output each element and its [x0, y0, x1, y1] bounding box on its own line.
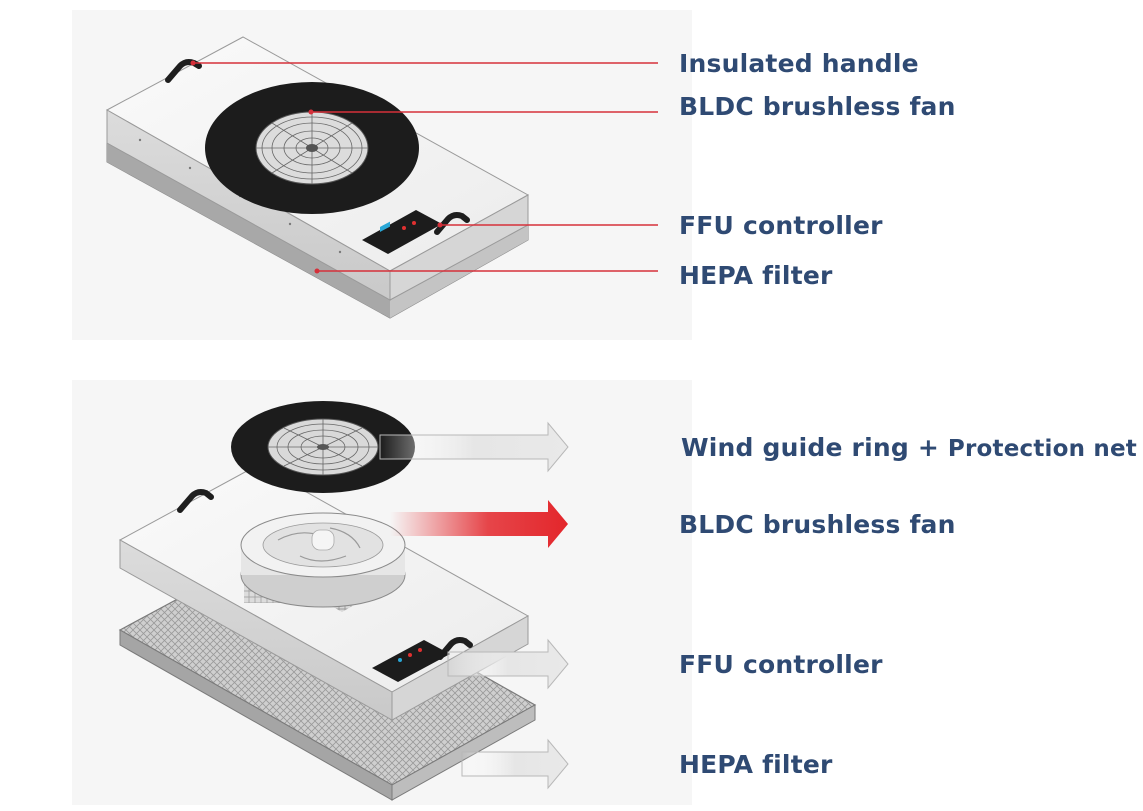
- bottom-unit: [118, 401, 569, 801]
- label-hepa-filter-top: HEPA filter: [679, 261, 833, 290]
- top-leader-lines: [190, 60, 658, 274]
- bottom-ffu-controller: [372, 640, 450, 682]
- label-bldc-fan-bottom: BLDC brushless fan: [679, 510, 956, 539]
- label-protection-net: Protection net: [947, 436, 1137, 462]
- bottom-wind-guide-ring: [231, 401, 415, 493]
- label-plus: +: [917, 433, 940, 462]
- top-handle-right: [434, 212, 470, 235]
- label-ffu-controller-bottom: FFU controller: [679, 650, 883, 679]
- arrow-hepa: [461, 738, 569, 790]
- top-ffu-controller: [362, 210, 442, 254]
- label-wind-guide-ring: Wind guide ring + Protection net: [681, 435, 1137, 461]
- bottom-handle-left: [177, 489, 214, 513]
- top-fan-ring: [205, 82, 419, 214]
- bottom-handle-right: [437, 637, 473, 660]
- arrow-controller: [447, 638, 569, 690]
- top-unit: [105, 36, 658, 319]
- label-bldc-fan-top: BLDC brushless fan: [679, 92, 956, 121]
- label-insulated-handle: Insulated handle: [679, 49, 919, 78]
- label-wind-guide-ring-text: Wind guide ring: [681, 433, 909, 462]
- label-hepa-filter-bottom: HEPA filter: [679, 750, 833, 779]
- arrow-fan: [390, 500, 568, 548]
- label-ffu-controller-top: FFU controller: [679, 211, 883, 240]
- bottom-fan-impeller: [240, 512, 406, 608]
- arrow-wind-guide: [379, 421, 569, 473]
